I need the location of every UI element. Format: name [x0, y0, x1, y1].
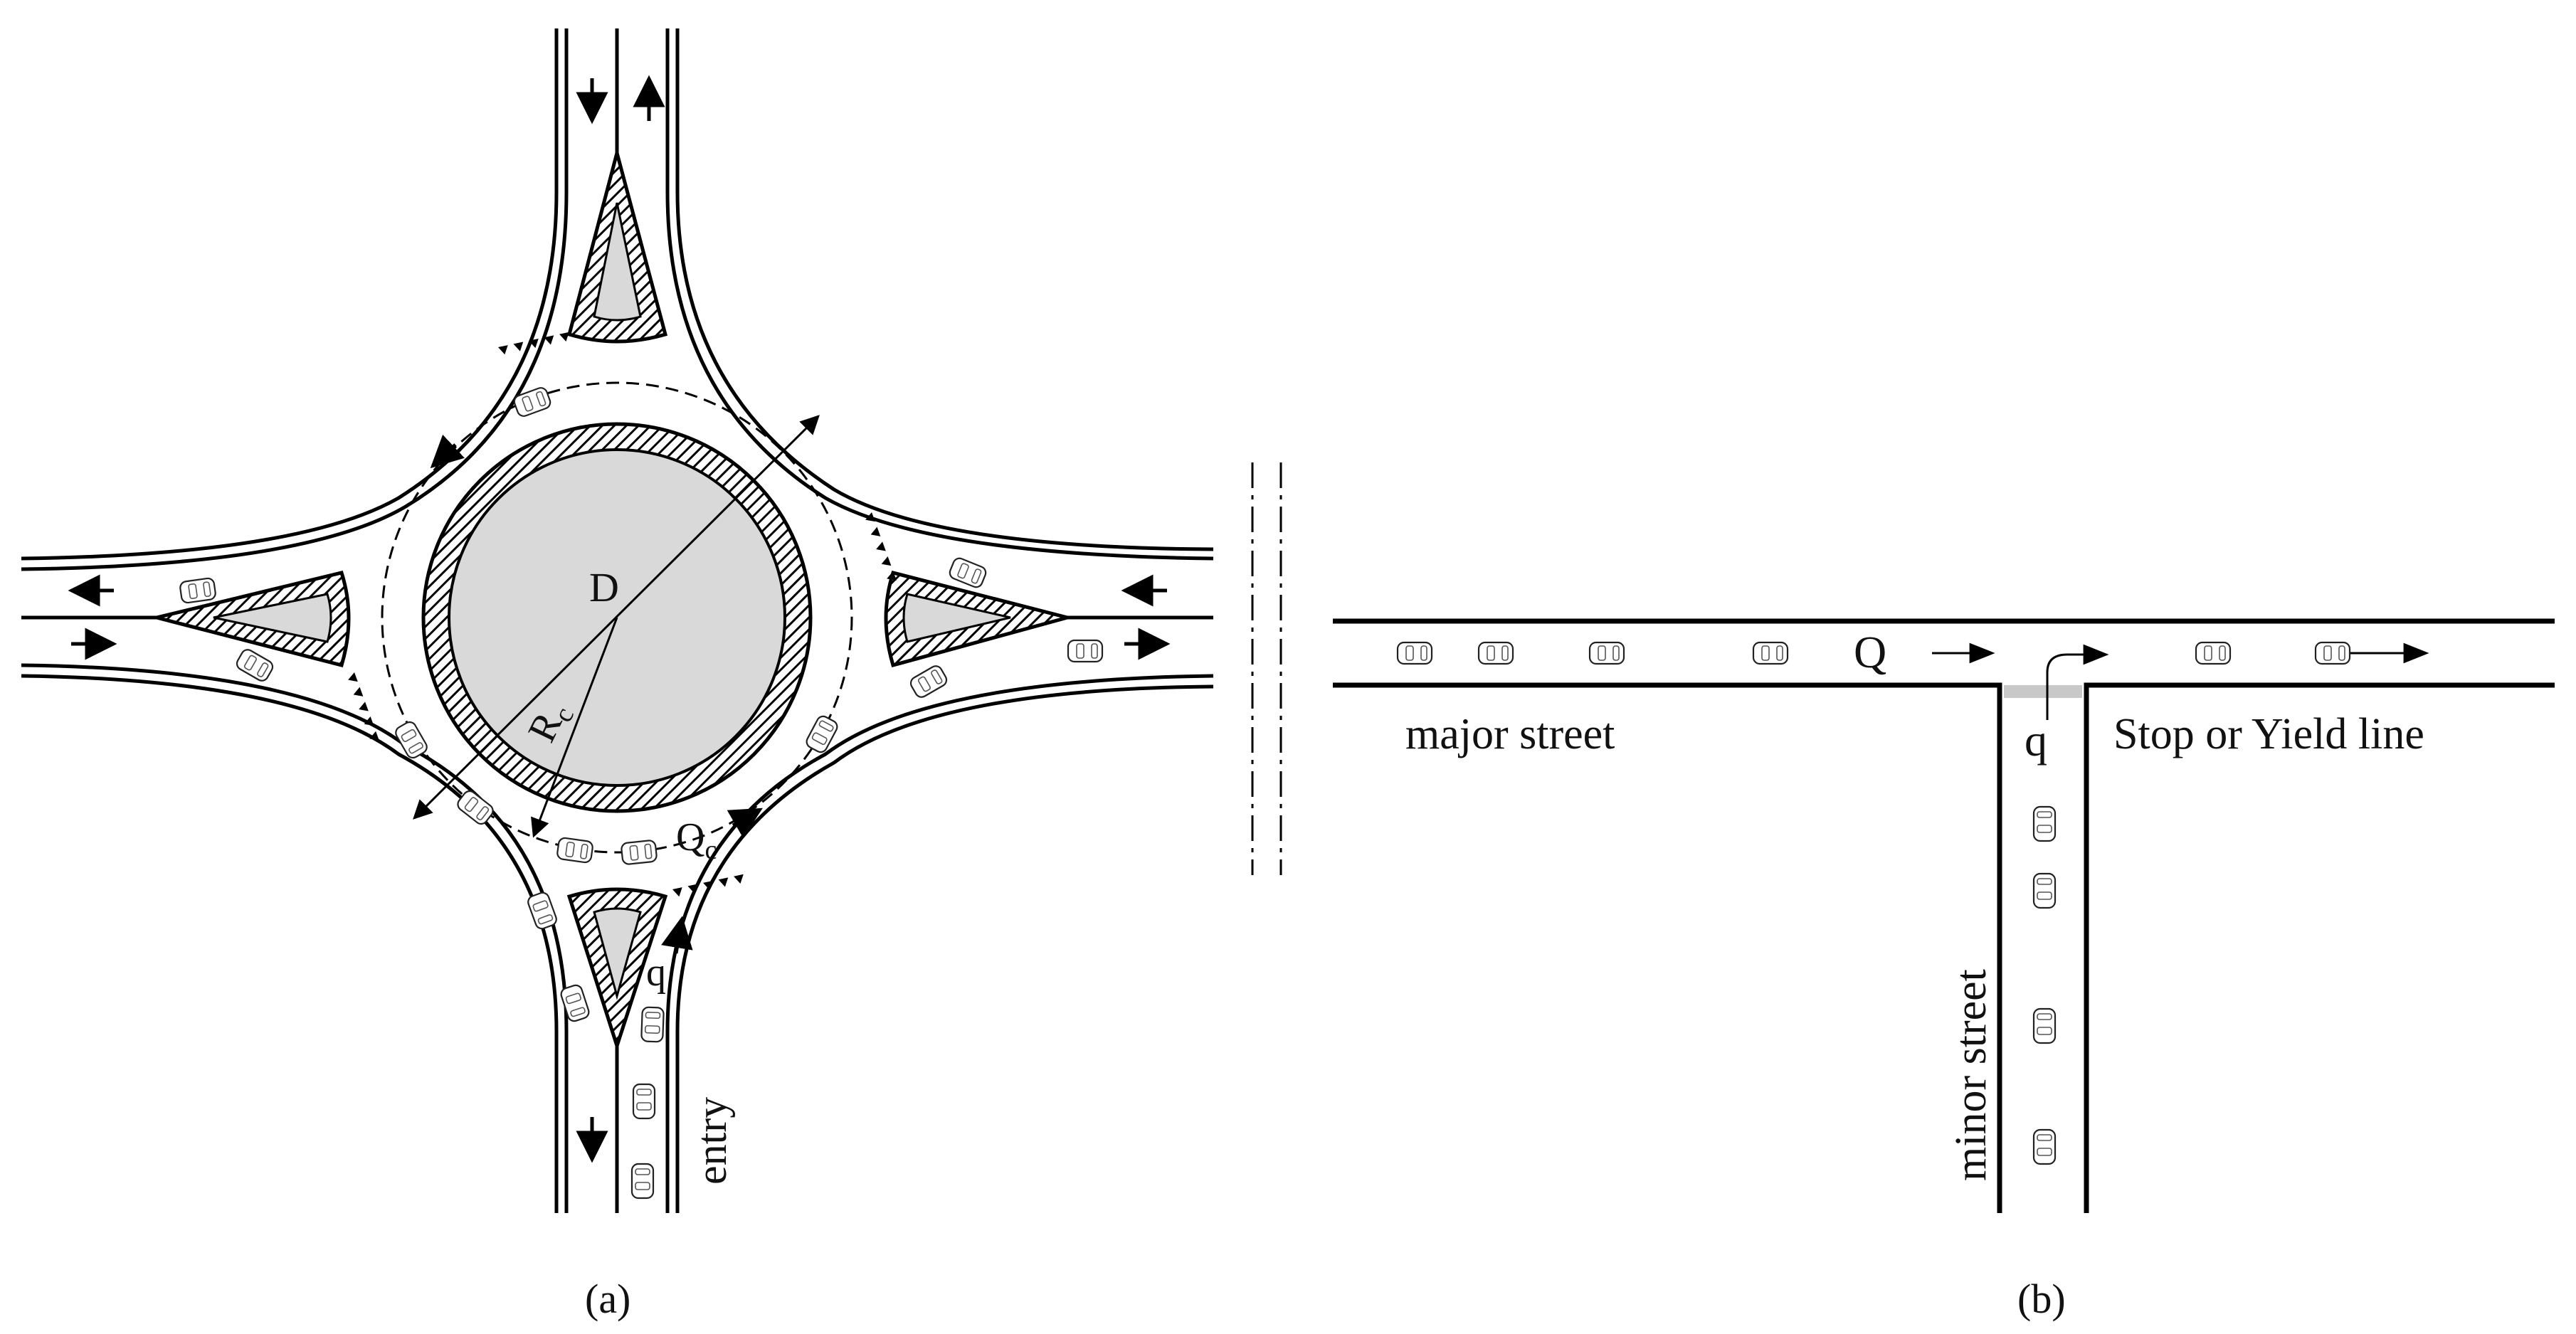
major-flow-label: Q — [1854, 627, 1886, 677]
car-icon — [620, 839, 658, 866]
car-icon — [556, 836, 594, 864]
car-icon — [630, 1163, 655, 1200]
car-icon — [947, 556, 988, 590]
car-icon — [632, 1083, 656, 1120]
stop-line-label: Stop or Yield line — [2113, 710, 2424, 758]
major-street-label: major street — [1405, 710, 1615, 758]
car-icon — [2032, 1007, 2057, 1044]
geometry-lines — [413, 415, 820, 838]
minor-street-label: minor street — [1947, 969, 1995, 1181]
panel-b-caption: (b) — [2017, 1276, 2066, 1322]
car-icon — [525, 890, 559, 931]
car-icon — [1588, 641, 1625, 665]
car-icon — [2032, 805, 2057, 842]
panel-a-caption: (a) — [585, 1276, 630, 1322]
car-icon — [1396, 641, 1433, 665]
car-icon — [640, 1006, 665, 1043]
panel-divider — [1251, 462, 1282, 875]
minor-street-cars — [2032, 805, 2057, 1165]
diameter-label: D — [589, 564, 619, 610]
entry-label: entry — [688, 1097, 735, 1185]
car-icon — [2314, 641, 2351, 665]
car-icon — [2032, 872, 2057, 909]
t-intersection-diagram: Q q major street Stop or Yield line mino… — [1333, 618, 2555, 1213]
car-icon — [1477, 641, 1514, 665]
street-edges — [1333, 618, 2555, 1213]
minor-flow-label: q — [2025, 715, 2047, 766]
circulating-flow-label: Qc — [676, 815, 717, 865]
turn-path — [2046, 644, 2109, 720]
roundabout-diagram: D Rc Qc q entry — [21, 28, 1214, 1213]
car-icon — [1752, 641, 1789, 665]
car-icon — [233, 646, 276, 684]
car-icon — [179, 576, 217, 605]
car-icon — [907, 662, 950, 701]
stop-line — [2004, 685, 2082, 698]
flow-arrows — [68, 75, 1171, 1163]
entry-flow-label: q — [646, 951, 666, 995]
approach-centerlines — [21, 28, 1213, 1213]
circulating-path — [381, 381, 853, 854]
car-icon — [2032, 1128, 2057, 1165]
splitter-islands — [156, 146, 1075, 1052]
car-icon — [1067, 639, 1104, 663]
car-icon — [2195, 641, 2232, 665]
car-icon — [559, 983, 591, 1024]
